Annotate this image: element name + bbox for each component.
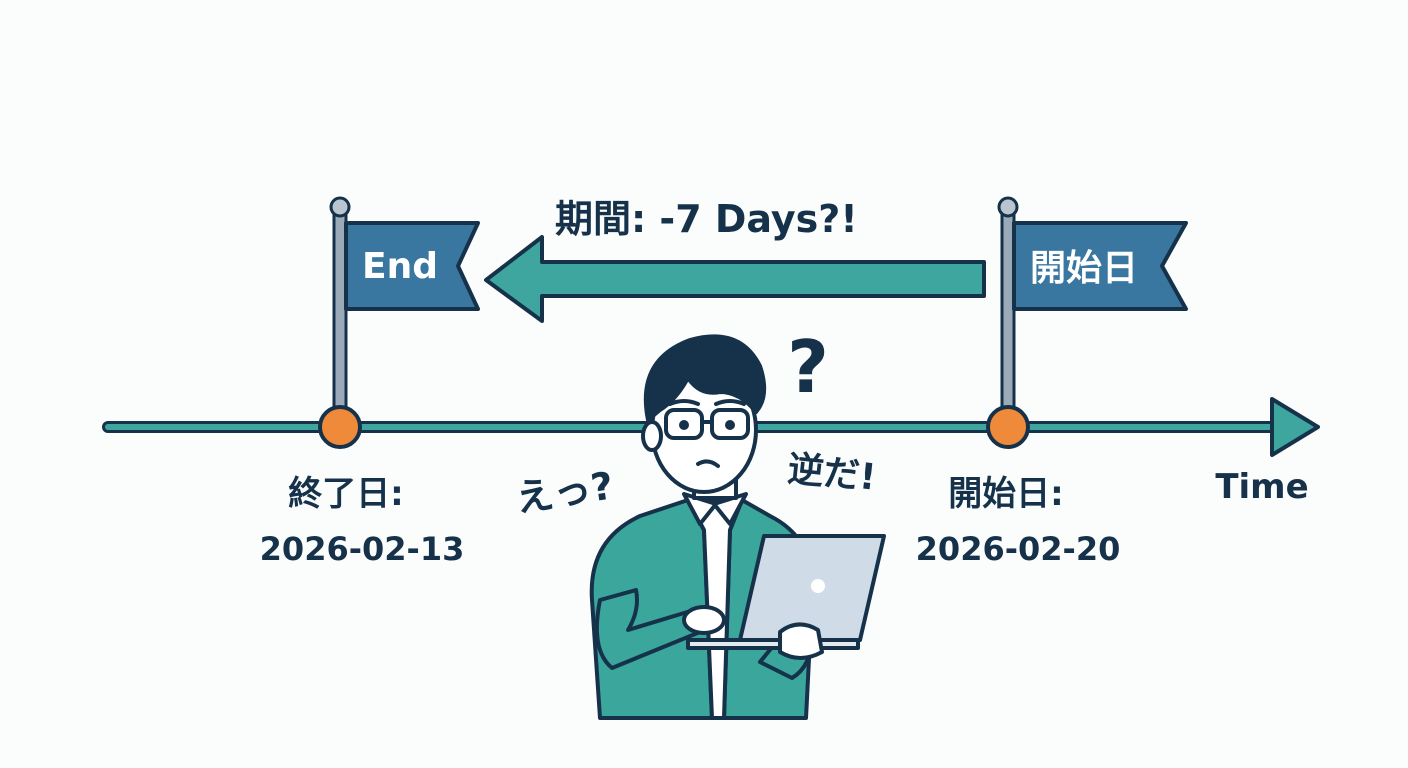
duration-arrow (484, 235, 986, 323)
start-flag-label: 開始日 (1030, 248, 1138, 289)
end-flag-label: End (362, 246, 438, 287)
start-point-date: 2026-02-20 (916, 530, 1121, 568)
laptop-icon (686, 534, 886, 660)
person-illustration (589, 334, 815, 720)
end-point-date: 2026-02-13 (260, 530, 465, 568)
start-point-marker (986, 405, 1030, 449)
axis-label: Time (1215, 467, 1308, 507)
flag-pole-knob (329, 196, 351, 218)
flag-icon (344, 221, 480, 311)
arrow-right-icon (1270, 397, 1320, 457)
start-point-label: 開始日: (948, 474, 1064, 514)
start-flag: 開始日 (997, 196, 1188, 426)
question-mark: ? (787, 325, 829, 409)
arrow-left-icon (484, 235, 986, 323)
flag-icon (1012, 221, 1188, 311)
reaction-right: 逆だ! (786, 449, 878, 499)
flag-pole-knob (997, 196, 1019, 218)
end-point-label: 終了日: (288, 474, 404, 514)
reaction-left: えっ? (513, 464, 616, 521)
end-point-marker (318, 405, 362, 449)
end-flag: End (329, 196, 480, 426)
duration-label: 期間: -7 Days?! (555, 197, 858, 241)
